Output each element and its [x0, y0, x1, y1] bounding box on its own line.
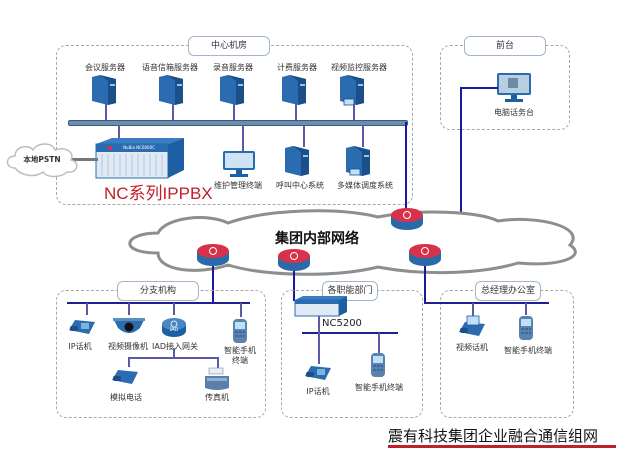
branch-device-label: IP话机 — [68, 342, 92, 351]
pstn-link — [70, 158, 98, 161]
server-icon — [220, 75, 244, 105]
branch-bus — [67, 302, 250, 304]
link-line — [217, 357, 219, 369]
ip-phone-icon — [69, 320, 95, 334]
branch-device-label: 智能手机终端 — [220, 346, 260, 366]
link-line — [295, 104, 297, 120]
nc5200-label: NC5200 — [322, 318, 362, 329]
link-line — [353, 104, 355, 120]
iad-gateway-icon — [162, 318, 186, 337]
center-lower-label: 呼叫中心系统 — [276, 181, 324, 190]
front-desk-device-label: 电脑话务台 — [494, 108, 534, 117]
multimedia-server-icon — [346, 146, 370, 176]
analog-phone-icon — [112, 370, 138, 384]
department-device-label: 智能手机终端 — [355, 383, 403, 392]
link-line — [293, 271, 295, 301]
link-line — [233, 104, 235, 120]
router-icon — [278, 249, 310, 271]
link-line — [173, 348, 175, 358]
camera-icon — [113, 318, 145, 333]
footer-title: 震有科技集团企业融合通信组网 — [388, 427, 599, 445]
link-line — [318, 316, 320, 364]
center-lower-label: 维护管理终端 — [214, 181, 262, 190]
router-icon — [409, 244, 441, 266]
smartphone-icon — [233, 319, 247, 343]
router-icon — [197, 244, 229, 266]
ippbx-badge: NuBia NC6000C — [123, 145, 155, 150]
link-line — [460, 87, 462, 224]
server-icon — [92, 75, 116, 105]
smartphone-icon — [371, 353, 385, 377]
gm-device-label: 智能手机终端 — [504, 346, 552, 355]
ippbx-chassis-icon — [95, 138, 184, 179]
link-line — [240, 303, 242, 317]
server-label: 计费服务器 — [277, 63, 317, 72]
link-line — [128, 303, 130, 315]
center-lower-label: 多媒体调度系统 — [337, 181, 393, 190]
pstn-cloud-icon — [6, 143, 78, 178]
ip-phone-icon — [305, 366, 331, 380]
branch-device-label-line2: 终端 — [232, 356, 248, 365]
link-line — [86, 303, 88, 315]
link-line — [212, 266, 214, 302]
pstn-label: 本地PSTN — [23, 155, 61, 164]
footer-underline — [388, 445, 616, 448]
server-bus — [68, 120, 408, 126]
link-line — [118, 125, 120, 140]
link-line — [424, 266, 426, 302]
link-line — [173, 303, 175, 315]
link-line — [525, 303, 527, 315]
link-line — [128, 357, 130, 367]
link-line — [472, 303, 474, 317]
branch-device-label: IAD接入网关 — [152, 342, 198, 351]
server-icon — [285, 146, 309, 176]
zone-center-title: 中心机房 — [188, 36, 270, 56]
server-label: 会议服务器 — [85, 63, 125, 72]
department-device-label: IP话机 — [306, 387, 330, 396]
cloud-label: 集团内部网络 — [275, 231, 359, 247]
link-line — [378, 333, 380, 353]
link-line — [460, 87, 498, 89]
link-line — [303, 125, 305, 147]
router-icon — [391, 208, 423, 230]
console-monitor-icon — [497, 73, 531, 102]
branch-device-label: 模拟电话 — [110, 393, 142, 402]
server-icon — [159, 75, 183, 105]
branch-device-label: 传真机 — [205, 393, 229, 402]
server-label: 语音信箱服务器 — [142, 63, 198, 72]
link-line — [128, 357, 218, 359]
video-phone-icon — [459, 315, 485, 336]
zone-front-desk-title: 前台 — [464, 36, 546, 56]
server-label: 录音服务器 — [213, 63, 253, 72]
monitor-icon — [223, 151, 255, 177]
link-line — [242, 125, 244, 153]
department-bus — [302, 332, 398, 334]
link-line — [172, 104, 174, 120]
intranet-cloud-icon — [128, 209, 577, 276]
link-line — [362, 125, 364, 147]
fax-icon — [205, 367, 229, 390]
gm-bus — [424, 302, 549, 304]
zone-branch-title: 分支机构 — [117, 281, 199, 301]
iad-badge: IAD — [169, 327, 179, 333]
ippbx-title: NC系列IPPBX — [104, 184, 213, 203]
nc5200-chassis-icon — [294, 296, 347, 317]
smartphone-icon — [519, 316, 533, 340]
video-server-icon — [340, 75, 364, 106]
server-label: 视频监控服务器 — [331, 63, 387, 72]
server-icon — [282, 75, 306, 105]
link-line — [405, 122, 407, 214]
branch-device-label-line1: 智能手机 — [224, 346, 256, 355]
branch-device-label: 视频摄像机 — [108, 342, 148, 351]
link-line — [105, 104, 107, 120]
zone-gm-office-title: 总经理办公室 — [475, 281, 541, 301]
gm-device-label: 视频话机 — [456, 343, 488, 352]
